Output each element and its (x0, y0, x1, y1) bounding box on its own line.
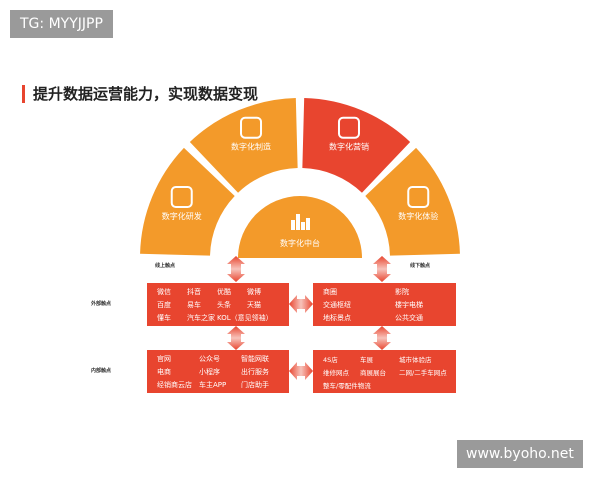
touchpoint-item: 易车 (187, 300, 201, 309)
external-offline-box: 商圈 影院交通枢纽 楼宇电梯地标景点 公共交通 (313, 283, 456, 326)
touchpoint-item: 百度 (157, 300, 171, 309)
online-touchpoints-label: 线上触点 (155, 263, 176, 269)
touchpoint-item: 微信 (157, 287, 171, 296)
touchpoint-item: 经销商云店 (157, 380, 192, 389)
presentation-icon (337, 116, 360, 139)
touchpoint-item: 商圈 (323, 287, 337, 296)
bar-chart-icon (291, 214, 310, 230)
page-title: 提升数据运营能力，实现数据变现 (22, 85, 258, 103)
touchpoint-item: 车主APP (199, 380, 227, 389)
touchpoint-item: 汽车之家 (187, 313, 215, 322)
touchpoint-item: 交通枢纽 (323, 300, 351, 309)
touchpoint-item: 小程序 (199, 367, 220, 376)
offline-touchpoints-label: 线下触点 (410, 263, 431, 269)
watermark-top-left: TG: MYYJJPP (10, 10, 113, 38)
fan-segment (365, 147, 460, 256)
touchpoint-item: 地标景点 (323, 313, 351, 322)
touchpoint-item: 公共交通 (395, 313, 423, 322)
touchpoint-item (360, 380, 399, 390)
touchpoint-item: 城市体验店 (399, 355, 432, 364)
touchpoint-item: 楼宇电梯 (395, 300, 423, 309)
touchpoint-item: 4S店 (323, 355, 338, 364)
center-label: 数字化中台 (280, 238, 320, 248)
fan-segment (302, 98, 411, 193)
internal-online-box: 官网 公众号 智能网联电商 小程序 出行服务经销商云店车主APP 门店助手 (147, 350, 289, 393)
touchpoint-item: 影院 (395, 287, 409, 296)
touchpoint-item: 公众号 (199, 354, 220, 363)
double-arrow-icon (227, 256, 245, 282)
fan-segment-label: 数字化营销 (329, 142, 369, 152)
touchpoint-item: 天猫 (247, 300, 261, 309)
touchpoint-item: KOL（意见领袖） (217, 313, 273, 322)
touchpoint-item: 门店助手 (241, 380, 269, 389)
touchpoint-item (399, 380, 447, 390)
wrench-screwdriver-icon (240, 116, 263, 139)
fan-segment-label: 数字化制造 (231, 142, 271, 152)
watermark-bottom-right: www.byoho.net (457, 440, 583, 468)
external-touchpoints-label: 外部触点 (91, 301, 112, 307)
internal-offline-box: 4S店 车展 城市体验店维修网点 商展展台 二网/二手车网点整车/零配件物流 (313, 350, 456, 393)
touchpoint-item: 抖音 (187, 287, 201, 296)
touchpoint-item: 懂车 (157, 313, 171, 322)
vr-headset-icon (407, 186, 430, 209)
touchpoint-item: 二网/二手车网点 (399, 368, 447, 377)
touchpoint-item: 官网 (157, 354, 171, 363)
touchpoint-item: 微博 (247, 287, 261, 296)
fan-segment (140, 147, 235, 256)
touchpoint-item: 整车/零配件物流 (323, 381, 371, 390)
touchpoint-item: 商展展台 (360, 368, 386, 377)
double-arrow-icon (373, 256, 391, 282)
double-arrow-icon (289, 295, 313, 313)
double-arrow-icon (227, 326, 245, 350)
touchpoint-item: 智能网联 (241, 354, 269, 363)
touchpoint-item (247, 313, 279, 323)
fan-segment-label: 数字化体验 (398, 211, 438, 221)
internal-touchpoints-label: 内部触点 (91, 368, 112, 374)
touchpoint-item: 头条 (217, 300, 231, 309)
touchpoint-item: 电商 (157, 367, 171, 376)
double-arrow-icon (289, 362, 313, 380)
touchpoint-item: 出行服务 (241, 367, 269, 376)
double-arrow-icon (373, 326, 391, 350)
fan-segment-label: 数字化研发 (162, 211, 202, 221)
touchpoint-item: 车展 (360, 355, 373, 364)
fan-segment (189, 98, 298, 193)
touchpoint-item: 优酷 (217, 287, 231, 296)
touchpoint-item: 维修网点 (323, 368, 349, 377)
drill-icon (170, 186, 193, 209)
